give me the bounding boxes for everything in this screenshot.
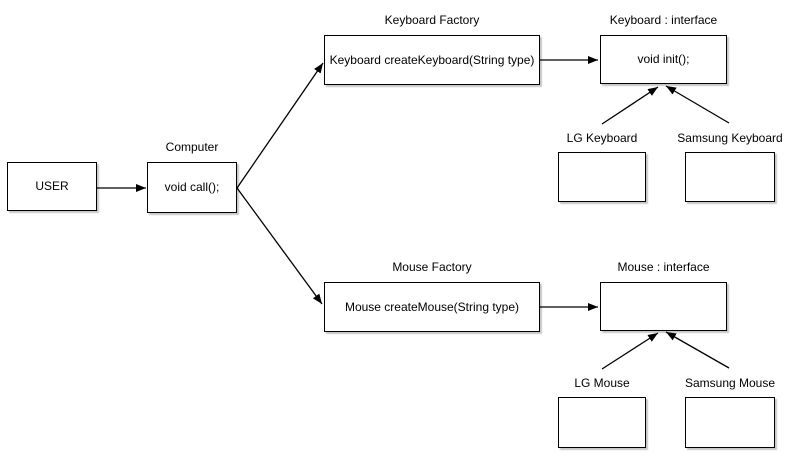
- keyboard-factory-node: Keyboard createKeyboard(String type): [324, 35, 540, 85]
- user-node: USER: [7, 162, 97, 211]
- mouse-interface-node: [600, 282, 727, 331]
- mouse-factory-node: Mouse createMouse(String type): [324, 282, 540, 332]
- mouse-interface-label: Mouse : interface: [617, 260, 710, 274]
- samsung-mouse-label: Samsung Mouse: [684, 376, 776, 390]
- keyboard-factory-node-text: Keyboard createKeyboard(String type): [329, 52, 535, 67]
- lg-keyboard-label: LG Keyboard: [566, 131, 638, 145]
- lg-mouse-label: LG Mouse: [574, 376, 630, 390]
- user-node-text: USER: [35, 179, 69, 194]
- keyboard-interface-node: void init();: [600, 35, 727, 84]
- samsung-keyboard-label: Samsung Keyboard: [677, 131, 783, 145]
- computer-node-text: void call();: [164, 180, 220, 195]
- connector-lg-mouse-to-interface: [601, 332, 659, 370]
- connector-computer-to-mouse-factory: [236, 187, 323, 305]
- connector-samsung-keyboard-to-interface: [665, 85, 730, 124]
- computer-node: void call();: [147, 162, 237, 213]
- samsung-keyboard-node: [685, 152, 775, 202]
- connector-computer-to-keyboard-factory: [236, 62, 324, 189]
- keyboard-interface-label: Keyboard : interface: [609, 13, 718, 27]
- keyboard-factory-label: Keyboard Factory: [384, 13, 480, 27]
- connector-lg-keyboard-to-interface: [601, 86, 659, 125]
- computer-label: Computer: [165, 140, 219, 154]
- lg-keyboard-node: [558, 152, 646, 202]
- mouse-factory-label: Mouse Factory: [392, 260, 472, 274]
- keyboard-interface-node-text: void init();: [637, 52, 690, 67]
- mouse-factory-node-text: Mouse createMouse(String type): [344, 299, 520, 314]
- lg-mouse-node: [558, 397, 646, 448]
- connector-samsung-mouse-to-interface: [665, 331, 730, 369]
- samsung-mouse-node: [685, 397, 775, 448]
